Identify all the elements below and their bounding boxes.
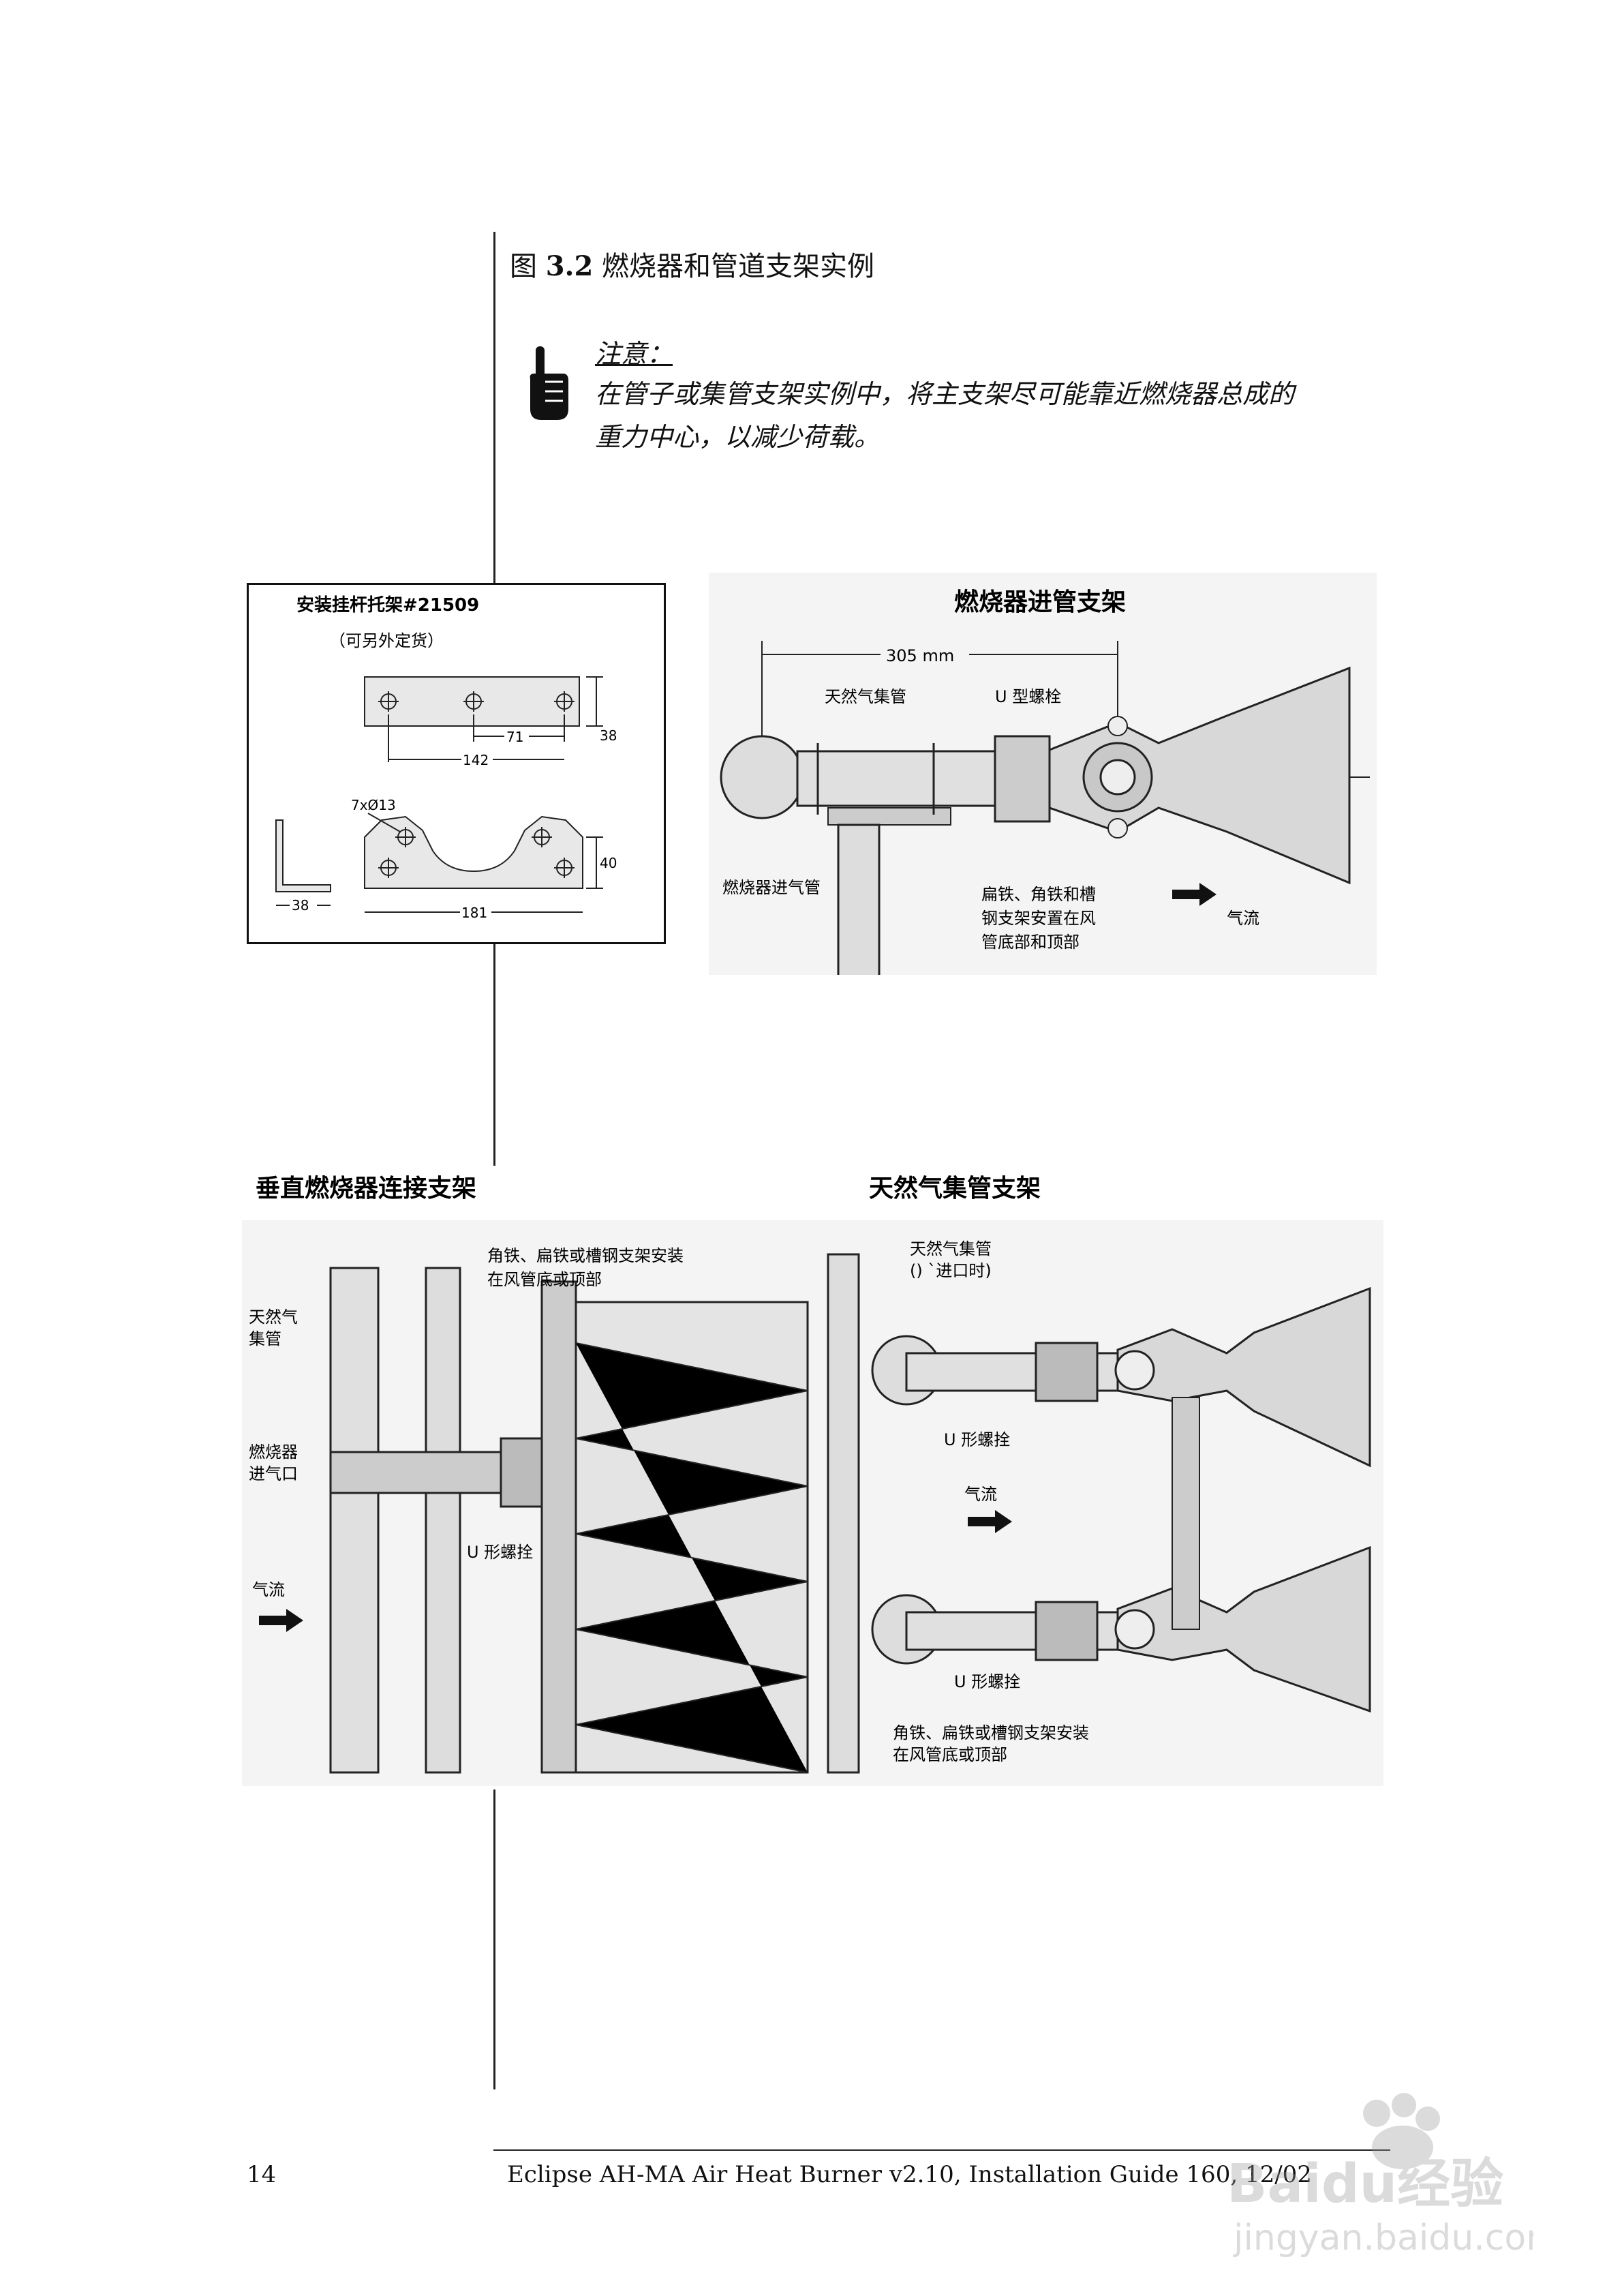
watermark-brand: Baidu经验 [1227, 2154, 1503, 2215]
manifold-diagram-title: 天然气集管支架 [869, 1174, 1041, 1203]
footer-rule [493, 2149, 1390, 2151]
bracket-subtitle: （可另外定货） [329, 631, 444, 650]
inlet-label-gas-header: 天然气集管 [825, 687, 906, 706]
paw-icon [1363, 2100, 1390, 2127]
figure-label: 图 [510, 251, 537, 282]
note-heading: 注意： [595, 339, 673, 369]
manifold-label-ubolt-bottom: U 形螺拴 [954, 1672, 1020, 1691]
dim-40: 40 [600, 855, 617, 871]
margin-rule-middle [493, 944, 495, 1166]
dim-71: 71 [506, 729, 523, 745]
note-line-2: 重力中心，以减少荷载。 [595, 422, 881, 452]
margin-rule-bottom [493, 1789, 495, 2089]
dim-38-side: 38 [292, 897, 309, 913]
inlet-label-airflow: 气流 [1227, 909, 1259, 928]
manifold-airflow-arrow-icon [968, 1510, 1012, 1533]
vertical-label-support-2: 在风管底或顶部 [487, 1270, 602, 1289]
manifold-label-airflow: 气流 [964, 1485, 997, 1504]
vertical-airflow-arrow-icon [259, 1609, 303, 1632]
vertical-burner-support-diagram: 垂直燃烧器连接支架 角铁、扁铁或槽钢支架安装 在风管底或顶部 天然气 集管 燃烧… [242, 1175, 828, 1786]
inlet-airflow-arrow-icon [1172, 883, 1216, 906]
figure-number: 3.2 [545, 250, 594, 282]
footer-text: Eclipse AH-MA Air Heat Burner v2.10, Ins… [507, 2161, 1312, 2188]
baidu-jingyan-watermark: Baidu经验 jingyan.baidu.com [1227, 2093, 1533, 2259]
watermark-url: jingyan.baidu.com [1233, 2218, 1533, 2259]
vertical-diagram-title: 垂直燃烧器连接支架 [256, 1175, 476, 1203]
dim-181: 181 [461, 905, 487, 921]
figure-title: 图 3.2 燃烧器和管道支架实例 [510, 244, 874, 284]
note-body: 在管子或集管支架实例中，将主支架尽可能靠近燃烧器总成的 重力中心，以减少荷载。 [595, 373, 1413, 459]
dim-142: 142 [463, 752, 489, 768]
inlet-label-support-2: 钢支架安置在风 [981, 909, 1096, 928]
bracket-detail-box: 安装挂杆托架#21509 （可另外定货） 71 142 38 38 [247, 583, 666, 944]
inlet-label-ubolt: U 型螺栓 [995, 687, 1061, 706]
dim-holes: 7xØ13 [351, 797, 396, 813]
inlet-dimension: 305 mm [886, 646, 954, 665]
burner-inlet-support-diagram: 燃烧器进管支架 305 mm 天然气集管 U 型螺栓 燃烧器进气管 扁铁、角铁和… [709, 573, 1377, 975]
margin-rule-top [493, 232, 495, 583]
inlet-diagram-title: 燃烧器进管支架 [954, 588, 1126, 616]
figure-caption: 燃烧器和管道支架实例 [602, 251, 875, 282]
vertical-label-gas-header-1: 天然气 [249, 1308, 298, 1327]
manifold-label-gas-header-note: () `进口时) [910, 1261, 992, 1280]
dim-38-top: 38 [600, 727, 617, 744]
vertical-label-support-1: 角铁、扁铁或槽钢支架安装 [487, 1246, 684, 1265]
manifold-label-support-1: 角铁、扁铁或槽钢支架安装 [893, 1723, 1089, 1742]
manifold-label-gas-header: 天然气集管 [910, 1239, 992, 1258]
inlet-label-support-1: 扁铁、角铁和槽 [981, 885, 1096, 904]
inlet-label-inlet-pipe: 燃烧器进气管 [722, 878, 821, 897]
bracket-title: 安装挂杆托架#21509 [296, 595, 479, 616]
vertical-label-inlet-1: 燃烧器 [249, 1442, 298, 1462]
note-line-1: 在管子或集管支架实例中，将主支架尽可能靠近燃烧器总成的 [595, 379, 1295, 409]
vertical-label-airflow: 气流 [252, 1580, 285, 1599]
bracket-drawing: 安装挂杆托架#21509 （可另外定货） 71 142 38 38 [275, 595, 617, 921]
vertical-label-ubolt: U 形螺拴 [467, 1543, 533, 1562]
inlet-label-support-3: 管底部和顶部 [981, 933, 1080, 952]
gas-manifold-support-diagram: 天然气集管支架 天然气集管 () `进口时) U 形螺拴 气流 U 形螺拴 角铁… [818, 1174, 1383, 1786]
vertical-label-inlet-2: 进气口 [249, 1464, 298, 1483]
manifold-label-support-2: 在风管底或顶部 [893, 1745, 1007, 1764]
pointing-hand-icon [530, 346, 568, 420]
page-number: 14 [247, 2161, 277, 2188]
manifold-label-ubolt-top: U 形螺拴 [944, 1430, 1010, 1449]
vertical-label-gas-header-2: 集管 [249, 1329, 281, 1348]
